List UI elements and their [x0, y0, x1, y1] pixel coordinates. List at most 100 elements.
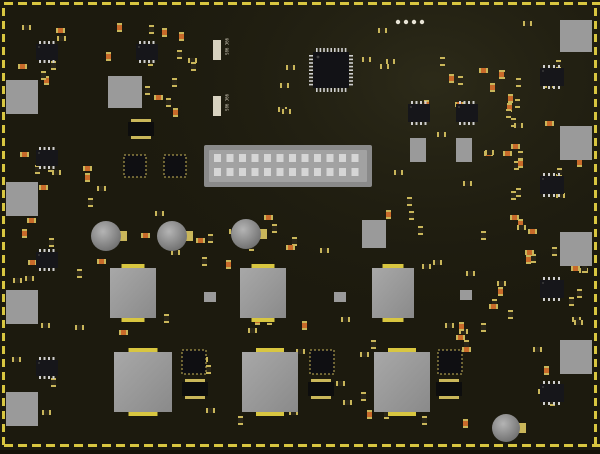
smd-part: [341, 317, 350, 322]
rail-segment: [340, 444, 349, 447]
smd-part: [514, 161, 519, 170]
smd-part: [179, 32, 184, 41]
mcu-pin: [349, 65, 353, 68]
rail-segment: [2, 307, 5, 315]
smd-part: [545, 121, 554, 126]
rail-segment: [410, 2, 419, 5]
smd-part: [481, 323, 486, 332]
connector-pin: [276, 154, 284, 162]
chip-label-group: 99C 90S 99C 90S: [213, 38, 229, 116]
smd-part: [459, 329, 468, 334]
rail-segment: [2, 125, 5, 133]
rail-segment: [186, 2, 195, 5]
smd-part: [22, 229, 27, 238]
rail-segment: [594, 320, 597, 328]
rail-segment: [2, 411, 5, 419]
smd-part: [518, 159, 523, 168]
rail-segment: [74, 444, 83, 447]
smd-part: [282, 109, 291, 114]
mcu-pin: [341, 88, 343, 92]
ic-package: [36, 147, 58, 169]
smd-part: [154, 95, 163, 100]
smd-part: [506, 109, 511, 118]
smd-part: [418, 226, 423, 235]
smd-part: [208, 234, 213, 243]
smd-part: [264, 215, 273, 220]
main-connector: [204, 145, 372, 187]
rail-segment: [32, 444, 41, 447]
rail-segment: [60, 444, 69, 447]
rail-segment: [130, 444, 139, 447]
rail-segment: [480, 444, 489, 447]
rail-segment: [396, 2, 405, 5]
gray-component: [362, 220, 386, 248]
rail-segment: [2, 268, 5, 276]
rail-segment: [158, 444, 167, 447]
connector-pin: [226, 154, 234, 162]
mcu-pin: [319, 48, 322, 52]
rail-segment: [550, 2, 559, 5]
smd-part: [577, 289, 582, 298]
rail-segment: [594, 229, 597, 237]
rail-segment: [326, 2, 335, 5]
smd-part: [49, 238, 54, 247]
rail-segment: [242, 2, 251, 5]
rail-segment: [396, 444, 405, 447]
smd-part: [141, 233, 150, 238]
ic-package: [456, 101, 478, 125]
smd-part: [39, 185, 48, 190]
smd-part: [574, 320, 583, 325]
electrolytic-capacitors: [91, 219, 526, 442]
rail-segment: [172, 2, 181, 5]
rail-segment: [2, 320, 5, 328]
smd-part: [569, 297, 574, 306]
rail-segment: [2, 34, 5, 42]
smd-part: [57, 36, 66, 41]
dual-part: [182, 379, 208, 399]
rail-segment: [382, 444, 391, 447]
rail-segment: [2, 216, 5, 224]
smd-part: [155, 211, 164, 216]
capacitor: [492, 414, 526, 442]
rail-segment: [46, 2, 55, 5]
smd-part: [552, 247, 557, 256]
gray-component: [560, 20, 592, 52]
connector-pin: [339, 154, 346, 162]
power-modules: [6, 20, 592, 426]
ic-package: [408, 101, 430, 125]
rail-segment: [466, 444, 475, 447]
mcu-pin: [334, 48, 336, 52]
rail-segment: [2, 229, 5, 237]
smd-part: [422, 264, 431, 269]
mcu-pin: [316, 88, 318, 92]
rail-segment: [214, 2, 223, 5]
rail-segment: [2, 112, 5, 120]
rail-segment: [536, 444, 545, 447]
ic-package: [540, 173, 564, 197]
smd-part: [292, 237, 297, 246]
smd-part: [106, 52, 111, 61]
rail-segment: [144, 444, 153, 447]
smd-part: [28, 260, 37, 265]
rail-segment: [2, 359, 5, 367]
connector-pin: [214, 168, 221, 176]
smd-part: [88, 198, 93, 207]
rail-segment: [594, 99, 597, 107]
mcu-pin: [349, 55, 353, 57]
smd-part: [511, 144, 520, 149]
smd-part: [511, 191, 516, 200]
inductor-module: [110, 264, 156, 322]
rail-segment: [594, 86, 597, 94]
mcu-pin: [337, 48, 340, 52]
connector-pin: [314, 168, 321, 176]
rail-segment: [74, 2, 83, 5]
rail-segment: [284, 2, 293, 5]
smd-part: [523, 21, 532, 26]
inductor-module: [372, 264, 414, 322]
smd-part: [188, 58, 197, 63]
smd-part: [12, 357, 21, 362]
smd-part: [497, 281, 506, 286]
gray-component: [560, 126, 592, 160]
rail-segment: [2, 398, 5, 406]
rail-segment: [172, 444, 181, 447]
